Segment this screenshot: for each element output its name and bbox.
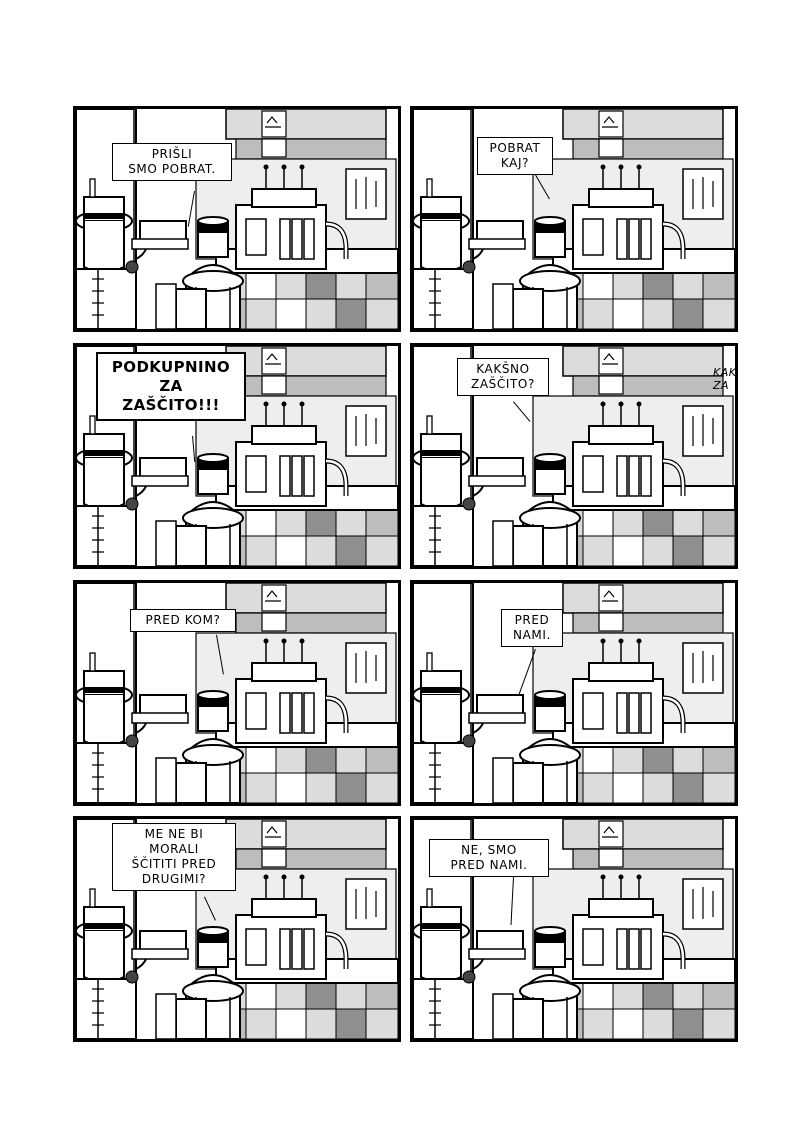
panel-2-artwork <box>413 109 735 329</box>
speech-bubble: PRED KOM? <box>130 609 236 632</box>
speech-bubble: PRIŠLI SMO POBRAT. <box>112 143 232 181</box>
speech-bubble: KAKŠNO ZAŠČITO? <box>457 358 549 396</box>
comic-panel-4: KAKŠNO ZAŠČITO? KAK ZA <box>410 343 738 569</box>
comic-panel-6: PRED NAMI. <box>410 580 738 806</box>
speech-bubble: ME NE BI MORALI ŠČITITI PRED DRUGIMI? <box>112 823 236 891</box>
panel-6-artwork <box>413 583 735 803</box>
speech-bubble: POBRAT KAJ? <box>477 137 553 175</box>
comic-panel-8: NE, SMO PRED NAMI. <box>410 816 738 1042</box>
comic-panel-2: POBRAT KAJ? <box>410 106 738 332</box>
comic-panel-3: PODKUPNINO ZA ZAŠČITO!!! <box>73 343 401 569</box>
offscreen-speech: KAK ZA <box>713 366 737 392</box>
speech-bubble: PODKUPNINO ZA ZAŠČITO!!! <box>96 352 246 421</box>
comic-panel-7: ME NE BI MORALI ŠČITITI PRED DRUGIMI? <box>73 816 401 1042</box>
speech-bubble: NE, SMO PRED NAMI. <box>429 839 549 877</box>
speech-bubble: PRED NAMI. <box>501 609 563 647</box>
comic-panel-5: PRED KOM? <box>73 580 401 806</box>
panel-5-artwork <box>76 583 398 803</box>
panel-1-artwork <box>76 109 398 329</box>
comic-panel-1: PRIŠLI SMO POBRAT. <box>73 106 401 332</box>
